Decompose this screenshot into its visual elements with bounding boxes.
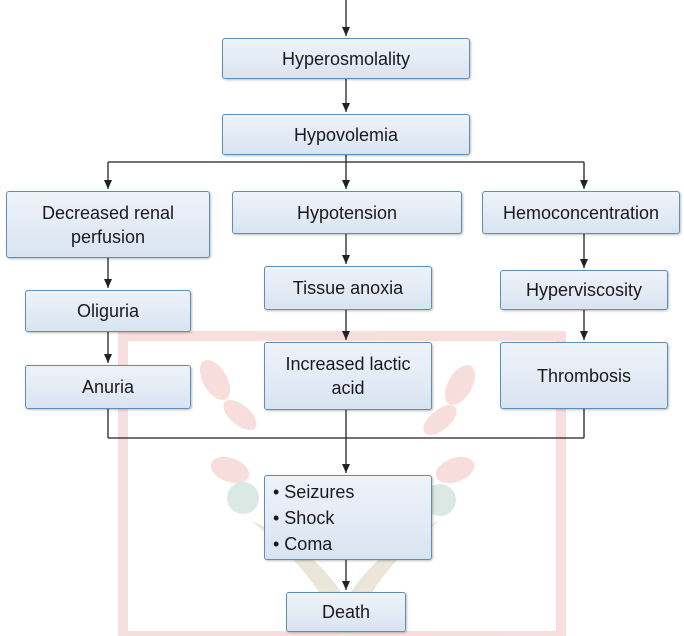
outcome-seizures: • Seizures [273, 481, 355, 502]
node-tissue-anoxia-label: Tissue anoxia [292, 278, 404, 298]
outcome-shock: • Shock [273, 507, 335, 528]
node-oliguria: Oliguria [25, 290, 191, 332]
node-increased-lactic-acid-label: Increased lactic acid [285, 354, 411, 398]
node-thrombosis-label: Thrombosis [536, 365, 632, 386]
node-oliguria-label: Oliguria [76, 301, 140, 321]
node-hyperosmolality-label: Hyperosmolality [281, 48, 411, 69]
node-decreased-renal-perfusion: Decreased renal perfusion [6, 191, 210, 258]
outcomes-list: • Seizures • Shock • Coma [273, 479, 354, 557]
node-increased-lactic-acid: Increased lactic acid [264, 342, 432, 410]
node-hemoconcentration: Hemoconcentration [482, 191, 680, 234]
outcome-coma: • Coma [273, 533, 333, 554]
node-hemoconcentration-label: Hemoconcentration [502, 202, 660, 223]
node-hypotension-label: Hypotension [296, 202, 398, 223]
node-hypotension: Hypotension [232, 191, 462, 234]
connectors [104, 0, 588, 590]
node-hyperosmolality: Hyperosmolality [222, 38, 470, 79]
node-thrombosis: Thrombosis [500, 342, 668, 409]
node-outcomes: • Seizures • Shock • Coma [264, 475, 432, 560]
node-death: Death [286, 592, 406, 632]
node-anuria: Anuria [25, 365, 191, 409]
node-anuria-label: Anuria [81, 377, 135, 397]
node-hypovolemia-label: Hypovolemia [293, 124, 399, 145]
node-decreased-renal-perfusion-label: Decreased renal perfusion [41, 202, 175, 247]
node-tissue-anoxia: Tissue anoxia [264, 266, 432, 310]
node-hyperviscosity-label: Hyperviscosity [525, 280, 643, 300]
node-death-label: Death [321, 602, 371, 622]
node-hypovolemia: Hypovolemia [222, 114, 470, 155]
node-hyperviscosity: Hyperviscosity [500, 270, 668, 310]
